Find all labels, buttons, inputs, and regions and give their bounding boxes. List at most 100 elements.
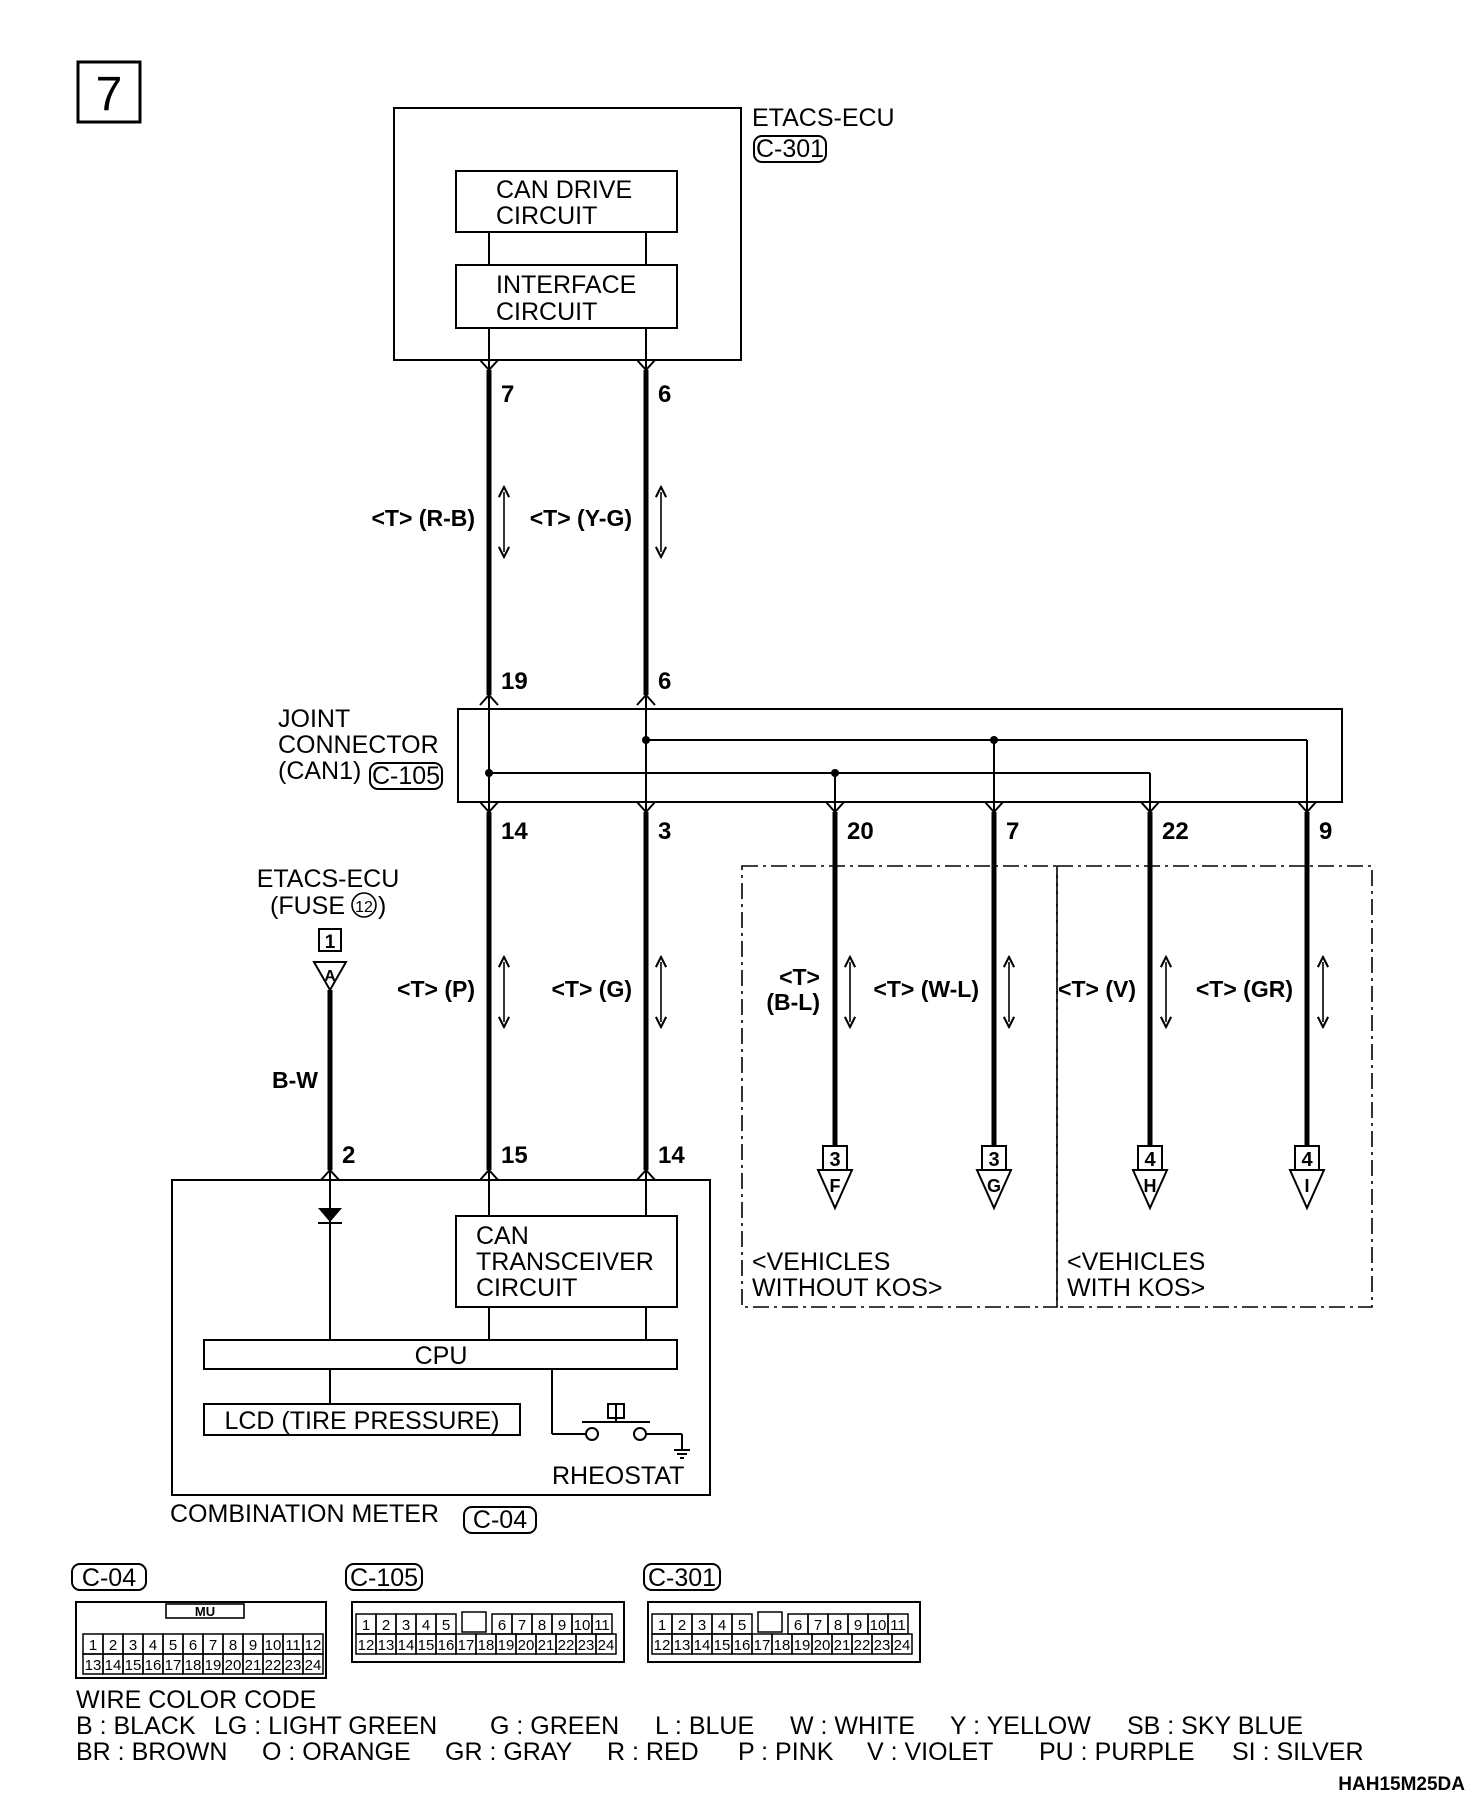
page-number: 7 (96, 68, 123, 121)
pin-number: 16 (145, 1657, 162, 1674)
pin-number: 1 (362, 1617, 370, 1634)
pin-number: 1 (658, 1617, 666, 1634)
pin-meter-14: 14 (658, 1142, 685, 1169)
pin-number: 7 (814, 1617, 822, 1634)
wire-label-b-w: B-W (272, 1067, 318, 1093)
wire-color-code-title: WIRE COLOR CODE (76, 1686, 316, 1714)
with-kos-line1: <VEHICLES (1067, 1248, 1205, 1276)
fuse-prefix: (FUSE (270, 892, 345, 920)
svg-text:3: 3 (829, 1149, 840, 1171)
pin-number: 18 (774, 1637, 791, 1654)
pin-number: 23 (285, 1657, 302, 1674)
can-transceiver-line1: CAN (476, 1222, 529, 1250)
rheostat-label: RHEOSTAT (552, 1462, 684, 1490)
pin-number: 8 (538, 1617, 546, 1634)
pin-number: 9 (249, 1637, 257, 1654)
pin-number: 2 (678, 1617, 686, 1634)
pin-number: 4 (149, 1637, 157, 1654)
pin-number: 4 (718, 1617, 726, 1634)
pin-number: 13 (674, 1637, 691, 1654)
combination-meter-connector: C-04 (473, 1506, 527, 1534)
pin-number: 20 (814, 1637, 831, 1654)
wire-label-p: <T> (P) (397, 976, 475, 1002)
jc-line3: (CAN1) (278, 757, 361, 785)
group-box-with-kos (1056, 865, 1373, 1308)
with-kos-line2: WITH KOS> (1067, 1274, 1205, 1302)
svg-text:4: 4 (1144, 1149, 1156, 1171)
pin-cell (302, 1653, 324, 1675)
pin-number: 12 (654, 1637, 671, 1654)
can-transceiver-line2: TRANSCEIVER (476, 1248, 654, 1276)
pin-meter-15: 15 (501, 1142, 528, 1169)
pin-number: 13 (378, 1637, 395, 1654)
pin-number: 11 (594, 1617, 610, 1634)
pin-number: 11 (890, 1617, 906, 1634)
svg-text:W : WHITE: W : WHITE (790, 1712, 915, 1740)
pin-number: 14 (398, 1637, 415, 1654)
pin-number: 15 (418, 1637, 435, 1654)
pin-number: 22 (854, 1637, 871, 1654)
svg-text:R : RED: R : RED (607, 1738, 699, 1766)
pin-meter-2: 2 (342, 1142, 355, 1169)
fuse-ref-num: 1 (325, 932, 336, 953)
lcd-label: LCD (TIRE PRESSURE) (224, 1407, 499, 1435)
pin-number: 14 (694, 1637, 711, 1654)
etacs-fuse-feed: ETACS-ECU (FUSE 12 ) 1 A B-W 2 (257, 865, 399, 1170)
pin-number: 20 (225, 1657, 242, 1674)
svg-text:P : PINK: P : PINK (738, 1738, 834, 1766)
pin-number: 21 (834, 1637, 851, 1654)
pin-number: 17 (458, 1637, 475, 1654)
diode-icon (318, 1208, 342, 1222)
wire-label-b-l-bottom: (B-L) (766, 989, 820, 1015)
interface-line2: CIRCUIT (496, 298, 597, 326)
svg-text:Y : YELLOW: Y : YELLOW (950, 1712, 1091, 1740)
svg-text:H: H (1144, 1176, 1157, 1196)
pin-number: 23 (874, 1637, 891, 1654)
pin-number: 3 (698, 1617, 706, 1634)
pin-number: 4 (422, 1617, 430, 1634)
svg-text:SB : SKY BLUE: SB : SKY BLUE (1127, 1712, 1303, 1740)
etacs-ecu-top: ETACS-ECU C-301 CAN DRIVE CIRCUIT INTERF… (393, 104, 895, 372)
pin-number: 3 (129, 1637, 137, 1654)
pin-number: 10 (265, 1637, 282, 1654)
pin-number: 24 (305, 1657, 322, 1674)
without-kos-line2: WITHOUT KOS> (752, 1274, 943, 1302)
wire-label-y-g: <T> (Y-G) (530, 505, 632, 531)
figure-code: HAH15M25DA (1338, 1774, 1465, 1795)
etacs-ecu-connector: C-301 (756, 135, 824, 163)
without-kos-line1: <VEHICLES (752, 1248, 890, 1276)
pin-number: 6 (189, 1637, 197, 1654)
pin-number: 12 (305, 1637, 322, 1654)
wire-label-g: <T> (G) (551, 976, 632, 1002)
fuse-ref-letter: A (324, 968, 336, 985)
wire-label-v: <T> (V) (1058, 976, 1136, 1002)
joint-connector: JOINT CONNECTOR (CAN1) C-105 (278, 693, 1343, 814)
pin-number: 1 (89, 1637, 97, 1654)
jc-line1: JOINT (278, 705, 350, 733)
wire-label-w-l: <T> (W-L) (873, 976, 979, 1002)
pin-number: 22 (265, 1657, 282, 1674)
pin-jc-19: 19 (501, 668, 528, 695)
pin-number: 5 (169, 1637, 177, 1654)
pin-number: 10 (574, 1617, 591, 1634)
pin-cell (595, 1633, 617, 1655)
svg-text:C-105: C-105 (350, 1564, 418, 1592)
pin-number: 14 (105, 1657, 122, 1674)
svg-text:PU : PURPLE: PU : PURPLE (1039, 1738, 1195, 1766)
pin-number: 9 (558, 1617, 566, 1634)
pin-number: 15 (714, 1637, 731, 1654)
pin-etacs-7: 7 (501, 381, 514, 408)
combination-meter: CAN TRANSCEIVER CIRCUIT CPU LCD (TIRE PR… (171, 1168, 711, 1496)
page-number-box (76, 60, 142, 124)
can-drive-line2: CIRCUIT (496, 202, 597, 230)
svg-text:L : BLUE: L : BLUE (655, 1712, 754, 1740)
pin-number: 16 (438, 1637, 455, 1654)
pin-number: 16 (734, 1637, 751, 1654)
key-slot (757, 1611, 783, 1633)
pin-number: 13 (85, 1657, 102, 1674)
pin-jc-14: 14 (501, 818, 528, 845)
pin-etacs-6: 6 (658, 381, 671, 408)
pin-number: 7 (518, 1617, 526, 1634)
pin-number: 24 (894, 1637, 911, 1654)
